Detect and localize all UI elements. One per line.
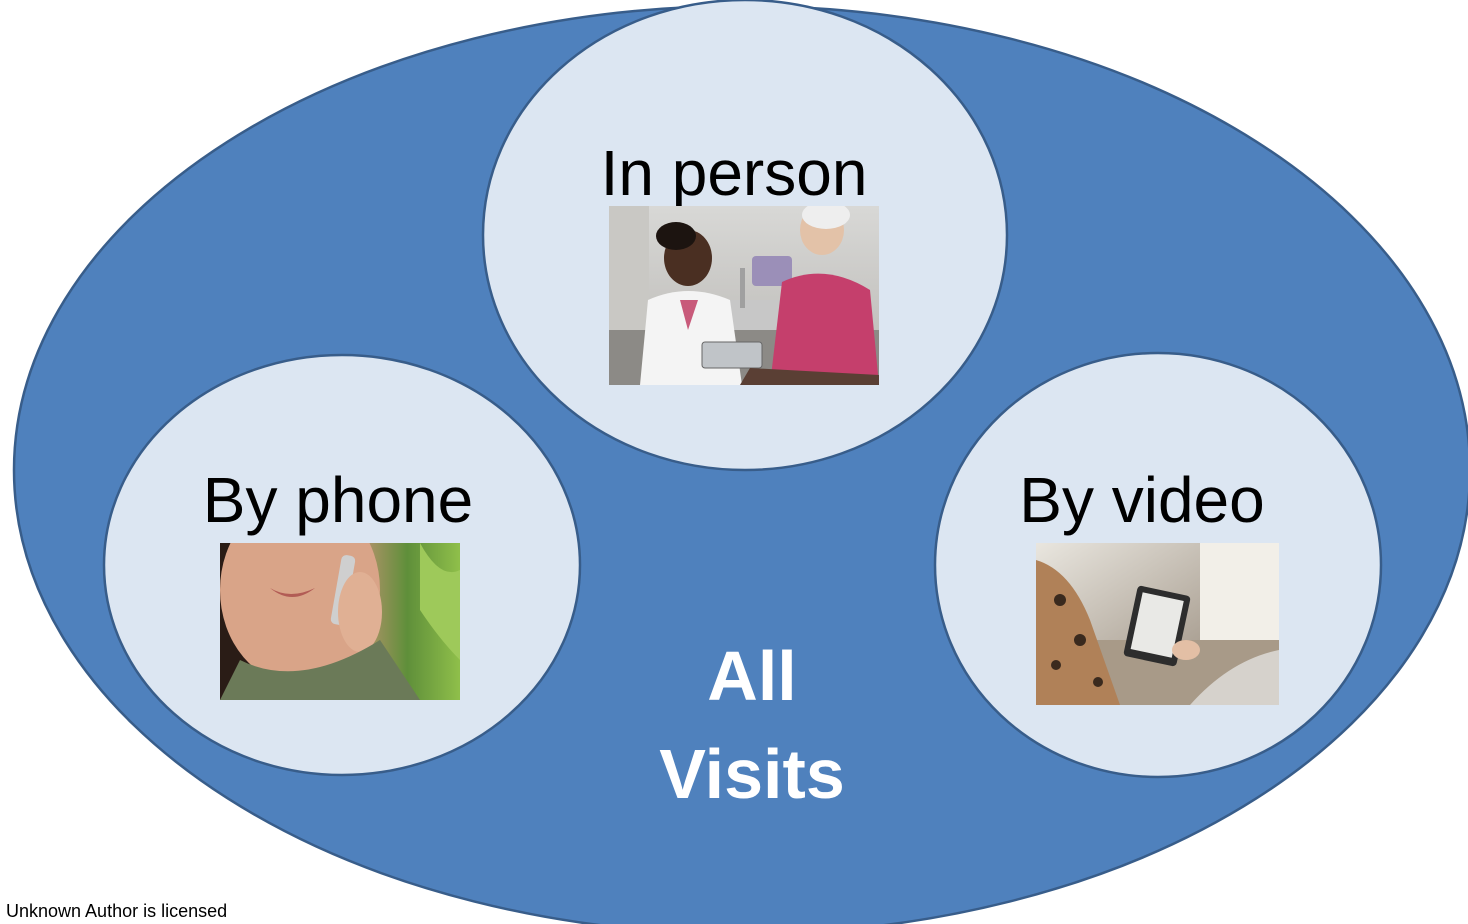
label-by-phone: By phone [203, 464, 473, 536]
label-visits: Visits [659, 735, 845, 813]
label-all: All [707, 637, 796, 715]
person-with-tablet-photo [1036, 543, 1279, 705]
label-by-video: By video [1019, 464, 1264, 536]
label-in-person: In person [601, 137, 868, 209]
woman-on-phone-photo [220, 543, 460, 700]
doctor-patient-tablet-photo [609, 206, 879, 385]
credit-text: Unknown Author is licensed [6, 901, 227, 921]
